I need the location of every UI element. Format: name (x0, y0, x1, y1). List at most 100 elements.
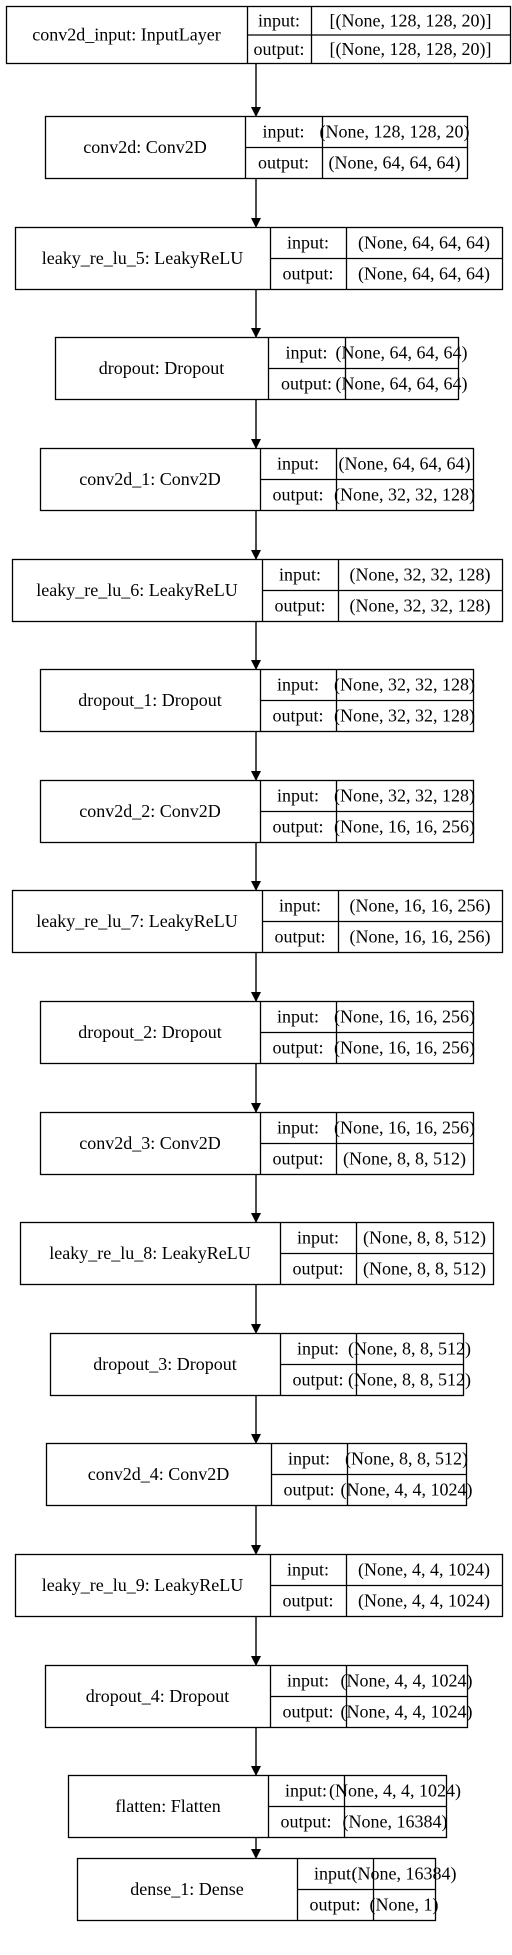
input-shape: (None, 8, 8, 512) (348, 1339, 471, 1360)
layer-name: conv2d_2: Conv2D (79, 801, 221, 821)
output-label: output: (272, 706, 323, 726)
layer-box (5, 5, 512, 65)
layer-node: conv2d_2: Conv2D input: output: (None, 32, … (39, 779, 475, 844)
input-shape: (None, 4, 4, 1024) (329, 1781, 461, 1802)
layer-name: dropout_1: Dropout (78, 690, 222, 710)
layer-name: dropout_3: Dropout (93, 1354, 237, 1374)
output-shape: (None, 16, 16, 256) (350, 927, 491, 948)
output-shape: (None, 1) (370, 1895, 439, 1916)
input-shape: (None, 64, 64, 64) (358, 233, 490, 254)
output-label: output: (282, 1591, 333, 1611)
layer-box (19, 1221, 495, 1286)
layer-node: leaky_re_lu_9: LeakyReLU input: output: (No… (14, 1553, 504, 1618)
output-shape: (None, 16, 16, 256) (334, 1038, 475, 1059)
layer-box (44, 115, 469, 180)
layer-name: conv2d: Conv2D (83, 137, 207, 157)
input-label: input: (297, 1228, 339, 1248)
input-shape: (None, 64, 64, 64) (336, 343, 468, 364)
output-shape: (None, 4, 4, 1024) (358, 1591, 490, 1612)
output-shape: (None, 64, 64, 64) (358, 264, 490, 285)
layer-box (45, 1442, 468, 1507)
output-label: output: (292, 1370, 343, 1390)
input-shape: (None, 32, 32, 128) (334, 786, 475, 807)
output-shape: (None, 4, 4, 1024) (341, 1702, 473, 1723)
output-shape: (None, 16384) (343, 1812, 448, 1833)
input-shape: (None, 16, 16, 256) (334, 1118, 475, 1139)
output-shape: (None, 64, 64, 64) (336, 374, 468, 395)
layer-name: leaky_re_lu_9: LeakyReLU (42, 1575, 243, 1595)
output-shape: (None, 16, 16, 256) (334, 817, 475, 838)
input-shape: (None, 32, 32, 128) (334, 675, 475, 696)
layer-name: leaky_re_lu_6: LeakyReLU (36, 580, 237, 600)
input-shape: (None, 8, 8, 512) (345, 1449, 468, 1470)
output-shape: (None, 8, 8, 512) (343, 1149, 466, 1170)
input-label: input: (285, 343, 327, 363)
layer-box (76, 1857, 437, 1922)
output-shape: (None, 64, 64, 64) (329, 153, 461, 174)
input-label: input: (279, 896, 321, 916)
input-shape: (None, 16, 16, 256) (334, 1007, 475, 1028)
layer-box (39, 668, 475, 733)
output-shape: (None, 32, 32, 128) (334, 706, 475, 727)
input-label: input: (277, 786, 319, 806)
layer-name: dropout_2: Dropout (78, 1022, 222, 1042)
input-shape: (None, 16384) (352, 1864, 457, 1885)
layer-node: dropout_2: Dropout input: output: (None, 16… (39, 1000, 475, 1065)
layer-box (54, 336, 460, 401)
layer-name: conv2d_3: Conv2D (79, 1133, 221, 1153)
output-label: output: (280, 1812, 331, 1832)
output-shape: (None, 32, 32, 128) (334, 485, 475, 506)
input-label: input: (258, 10, 300, 30)
output-label: output: (258, 153, 309, 173)
layer-node: leaky_re_lu_6: LeakyReLUinput:output:(No… (11, 558, 504, 623)
output-shape: (None, 32, 32, 128) (350, 596, 491, 617)
output-label: output: (272, 1149, 323, 1169)
input-label: input: (297, 1339, 339, 1359)
layer-nodes: conv2d_input: InputLayerinput:output:[(N… (5, 5, 512, 1922)
output-label: output: (272, 485, 323, 505)
output-label: output: (282, 1702, 333, 1722)
output-label: output: (272, 1038, 323, 1058)
input-shape: (None, 4, 4, 1024) (341, 1671, 473, 1692)
input-label: input: (287, 1560, 329, 1580)
input-shape: (None, 8, 8, 512) (363, 1228, 486, 1249)
layer-node: flatten: Flatten input: output: (None, 4, 4… (67, 1774, 461, 1839)
input-label: input: (287, 1671, 329, 1691)
layer-node: leaky_re_lu_7: LeakyReLUinput:output:(No… (11, 889, 504, 954)
layer-name: conv2d_1: Conv2D (79, 469, 221, 489)
input-shape: (None, 32, 32, 128) (350, 565, 491, 586)
output-label: output: (282, 264, 333, 284)
input-label: input: (285, 1781, 327, 1801)
layer-box (39, 447, 475, 512)
output-label: output: (253, 39, 304, 59)
input-shape: (None, 128, 128, 20) (320, 122, 470, 143)
input-label: input: (277, 454, 319, 474)
output-label: output: (272, 817, 323, 837)
input-shape: (None, 16, 16, 256) (350, 896, 491, 917)
input-label: input: (277, 1007, 319, 1027)
output-shape: (None, 4, 4, 1024) (341, 1480, 473, 1501)
layer-name: dropout: Dropout (99, 358, 225, 378)
input-label: input: (288, 1449, 330, 1469)
input-label: input: (314, 1864, 356, 1884)
output-label: output: (292, 1259, 343, 1279)
output-label: output: (274, 927, 325, 947)
layer-box (14, 226, 504, 291)
layer-node: conv2d_input: InputLayerinput:output:[(N… (5, 5, 512, 65)
output-shape: (None, 8, 8, 512) (363, 1259, 486, 1280)
layer-box (49, 1332, 465, 1397)
output-label: output: (309, 1895, 360, 1915)
layer-box (11, 889, 504, 954)
layer-name: leaky_re_lu_5: LeakyReLU (42, 248, 243, 268)
layer-box (11, 558, 504, 623)
layer-box (39, 1000, 475, 1065)
layer-name: dense_1: Dense (130, 1879, 243, 1899)
layer-node: dense_1: Dense input: output: (None, 16384)… (76, 1857, 457, 1922)
layer-node: leaky_re_lu_5: LeakyReLUinput:output:(No… (14, 226, 504, 291)
layer-name: flatten: Flatten (115, 1796, 220, 1816)
